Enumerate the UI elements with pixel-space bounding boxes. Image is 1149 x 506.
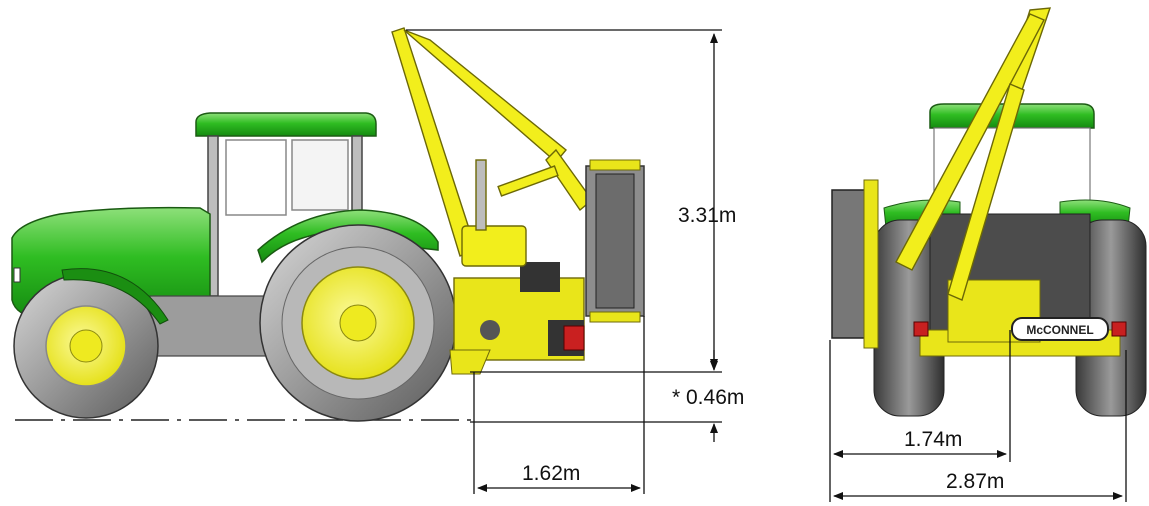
headlight (13, 267, 21, 283)
mounting-frame (449, 262, 585, 375)
left-tail-light-icon (913, 321, 929, 337)
flail-head (585, 159, 645, 323)
brand-plate-text: McCONNEL (1026, 323, 1093, 337)
rear-width-total-label: 2.87m (946, 470, 1004, 493)
ground-clearance-label: * 0.46m (672, 386, 744, 409)
rear-flail-bracket (863, 179, 879, 349)
side-offset-label: 1.62m (522, 462, 580, 485)
boom-arm (391, 27, 593, 267)
side-view-dimensions (406, 29, 722, 494)
rear-view-dimensions (829, 330, 1127, 502)
side-view-tractor (11, 27, 645, 422)
brand-plate (1011, 317, 1109, 341)
front-wheel (13, 273, 159, 419)
rear-wheel (259, 224, 457, 422)
rear-view-tractor: McCONNEL (831, 7, 1147, 417)
cab-roof (195, 112, 377, 137)
rear-boom-arm (895, 7, 1052, 301)
reach-height-label: 3.31m (678, 204, 736, 227)
rear-width-inner-label: 1.74m (904, 428, 962, 451)
front-mudguard (61, 268, 169, 325)
rear-mudguard (257, 209, 439, 264)
cab-frame (207, 135, 363, 297)
right-tail-light-icon (1111, 321, 1127, 337)
